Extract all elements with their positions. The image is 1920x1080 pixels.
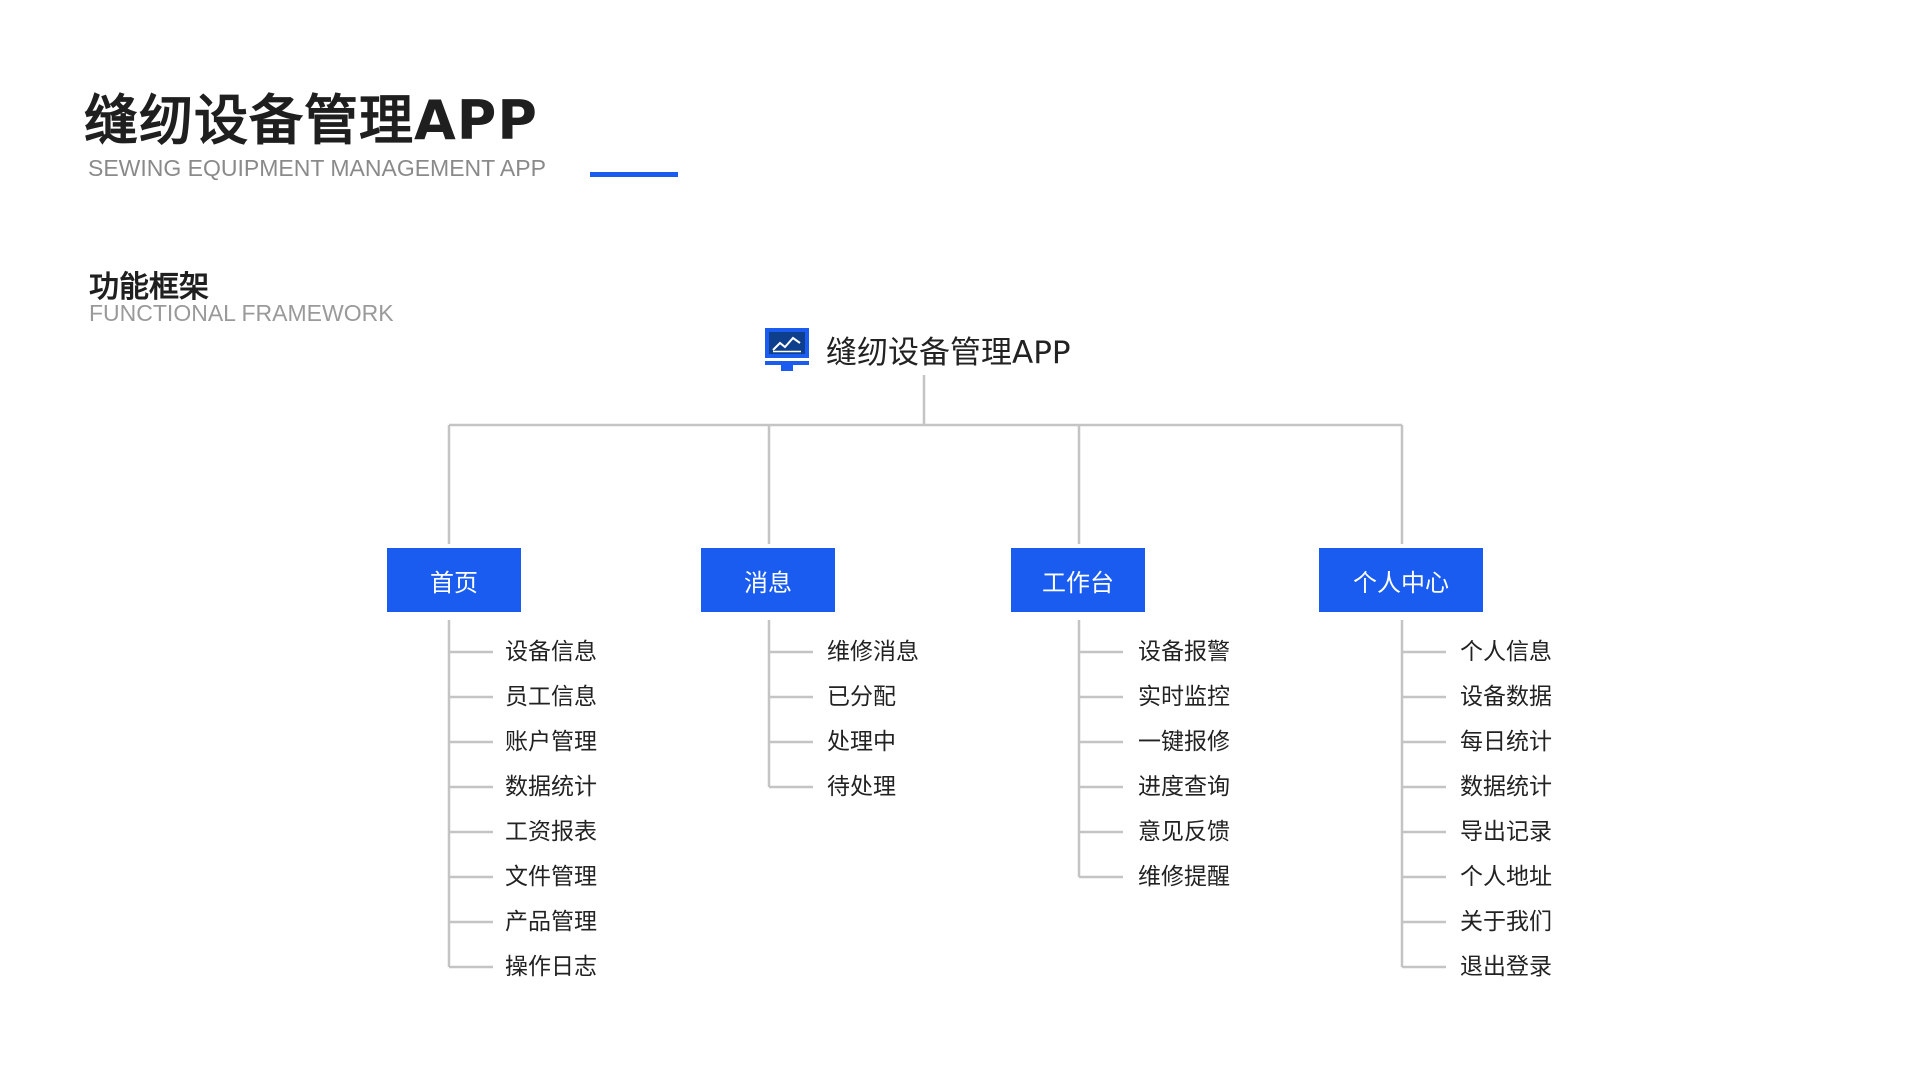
monitor-chart-icon [765,328,809,371]
leaf-item: 导出记录 [1460,819,1552,845]
leaf-item: 工资报表 [505,819,597,845]
leaf-item: 退出登录 [1460,954,1552,980]
leaf-item: 实时监控 [1138,684,1230,710]
category-node: 首页 [387,548,521,612]
page-subtitle: SEWING EQUIPMENT MANAGEMENT APP [88,155,546,181]
leaf-item: 操作日志 [505,954,597,980]
category-node: 工作台 [1011,548,1145,612]
root-node: 缝纫设备管理APP [764,326,1071,372]
page-title: 缝纫设备管理APP [84,89,538,152]
leaf-item: 设备数据 [1460,684,1552,710]
category-node: 消息 [701,548,835,612]
leaf-item: 数据统计 [1460,774,1552,800]
root-label: 缝纫设备管理APP [826,334,1071,371]
leaf-item: 个人信息 [1460,639,1552,665]
leaf-item: 数据统计 [505,774,597,800]
leaf-item: 已分配 [827,684,896,710]
leaf-item: 账户管理 [505,729,597,755]
leaf-item: 意见反馈 [1138,819,1230,845]
leaf-item: 产品管理 [505,909,597,935]
leaf-item: 维修提醒 [1138,864,1230,890]
leaf-item: 设备信息 [505,639,597,665]
leaf-item: 关于我们 [1460,909,1552,935]
leaf-item: 处理中 [827,729,896,755]
leaf-item: 待处理 [827,774,896,800]
category-node: 个人中心 [1319,548,1483,612]
title-accent-bar [590,172,678,177]
section-subtitle: FUNCTIONAL FRAMEWORK [89,300,394,326]
leaf-item: 进度查询 [1138,774,1230,800]
leaf-item: 一键报修 [1138,729,1230,755]
leaf-item: 维修消息 [827,639,919,665]
leaf-item: 文件管理 [505,864,597,890]
leaf-item: 每日统计 [1460,729,1552,755]
leaf-item: 设备报警 [1138,639,1230,665]
leaf-item: 个人地址 [1460,864,1552,890]
section-title: 功能框架 [89,270,209,305]
leaf-item: 员工信息 [505,684,597,710]
